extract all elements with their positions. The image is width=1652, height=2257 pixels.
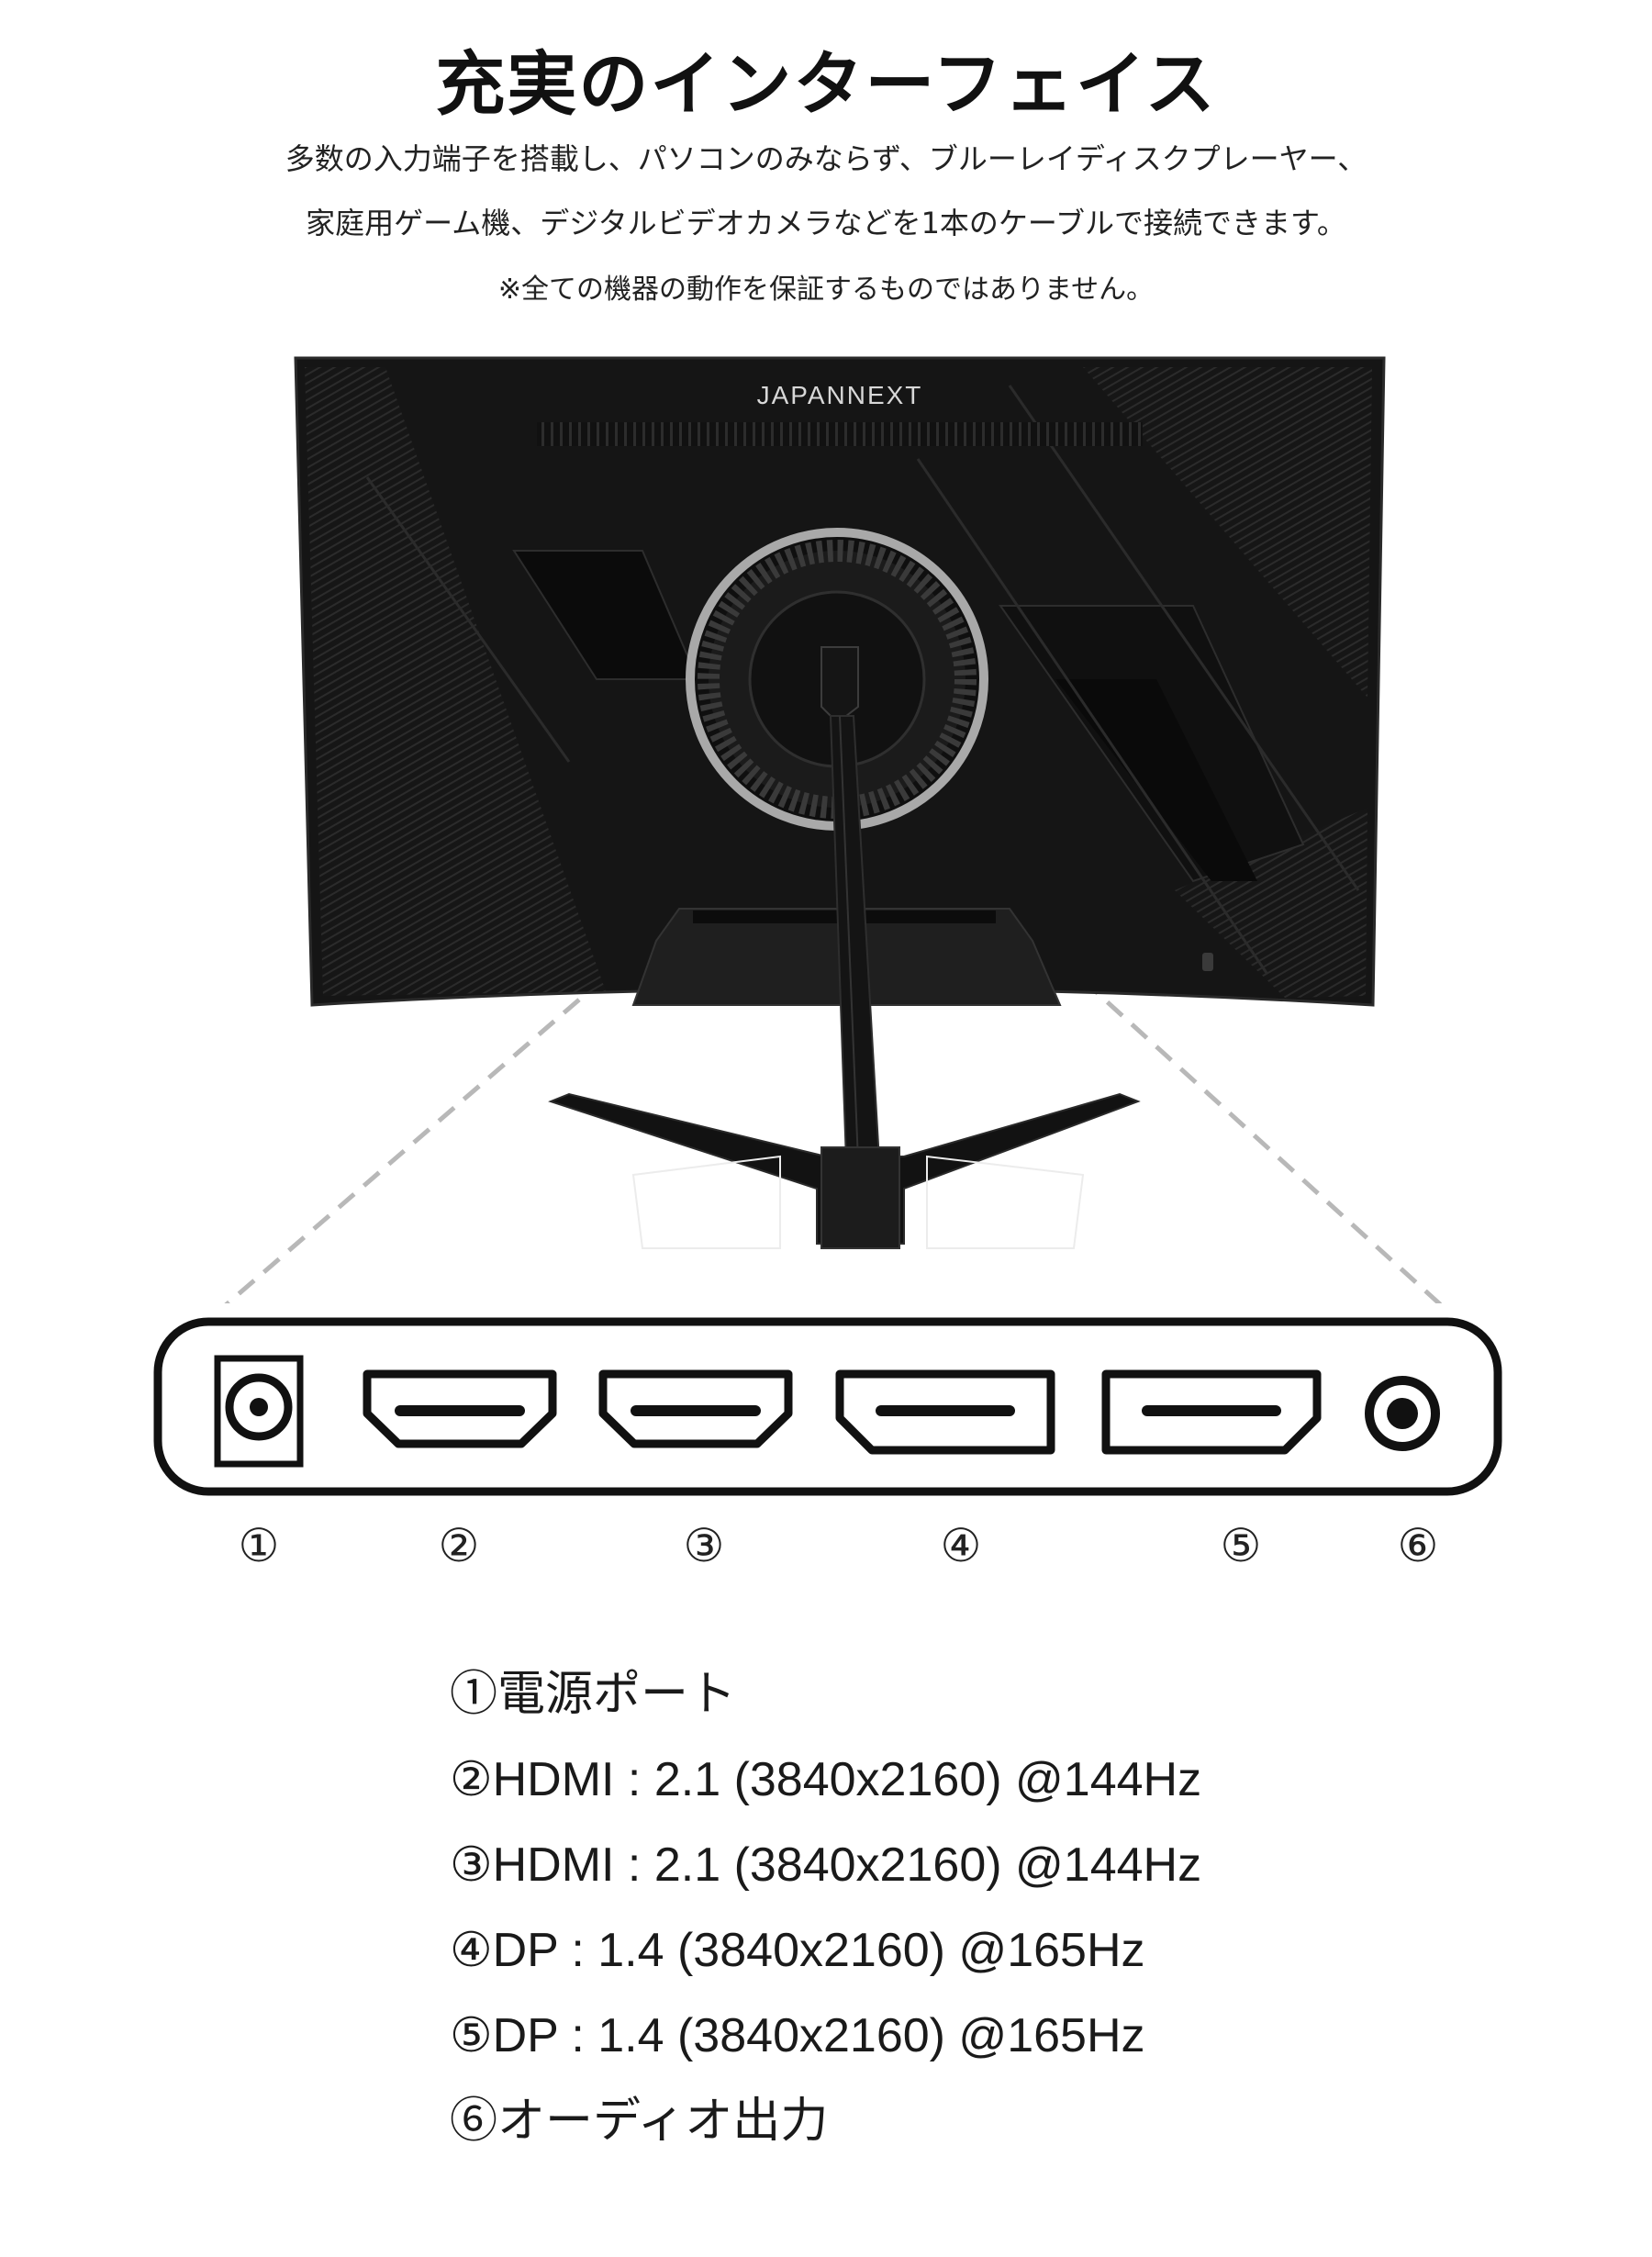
displayport-icon <box>1101 1369 1322 1455</box>
dc-power-port-icon <box>214 1355 304 1468</box>
port-panel-diagram <box>153 1317 1502 1496</box>
brand-logo: JAPANNEXT <box>757 381 923 409</box>
stand-arm <box>820 646 859 717</box>
spec-item-power: ①電源ポート <box>450 1668 737 1721</box>
spec-item-hdmi-2: ③HDMI : 2.1 (3840x2160) @144Hz <box>450 1838 1202 1892</box>
lock-slot <box>1202 953 1213 971</box>
description-line-1: 多数の入力端子を搭載し、パソコンのみならず、ブルーレイディスクプレーヤー、 <box>285 141 1367 176</box>
top-vent <box>537 422 1143 446</box>
audio-jack-icon <box>1365 1376 1440 1451</box>
port-number-3: ③ <box>683 1519 725 1572</box>
monitor-rear-illustration: JAPANNEXT <box>224 356 1443 1303</box>
description-line-2: 家庭用ゲーム機、デジタルビデオカメラなどを1本のケーブルで接続できます。 <box>306 206 1346 240</box>
spec-item-hdmi-1: ②HDMI : 2.1 (3840x2160) @144Hz <box>450 1753 1202 1806</box>
hdmi-port-icon <box>598 1369 793 1448</box>
spec-item-audio: ⑥オーディオ出力 <box>450 2095 829 2148</box>
port-panel-outline <box>153 1317 1502 1496</box>
displayport-icon <box>835 1369 1055 1455</box>
port-number-6: ⑥ <box>1397 1519 1439 1572</box>
port-number-2: ② <box>438 1519 480 1572</box>
page-title: 充実のインターフェイス <box>435 43 1217 125</box>
port-number-4: ④ <box>940 1519 982 1572</box>
port-number-5: ⑤ <box>1220 1519 1262 1572</box>
spec-item-dp-2: ⑤DP : 1.4 (3840x2160) @165Hz <box>450 2009 1145 2062</box>
disclaimer-note: ※全ての機器の動作を保証するものではありません。 <box>497 274 1155 306</box>
port-spec-list: ①電源ポート ②HDMI : 2.1 (3840x2160) @144Hz ③H… <box>450 1652 1201 2164</box>
port-number-1: ① <box>238 1519 280 1572</box>
hdmi-port-icon <box>363 1369 557 1448</box>
spec-item-dp-1: ④DP : 1.4 (3840x2160) @165Hz <box>450 1924 1145 1977</box>
